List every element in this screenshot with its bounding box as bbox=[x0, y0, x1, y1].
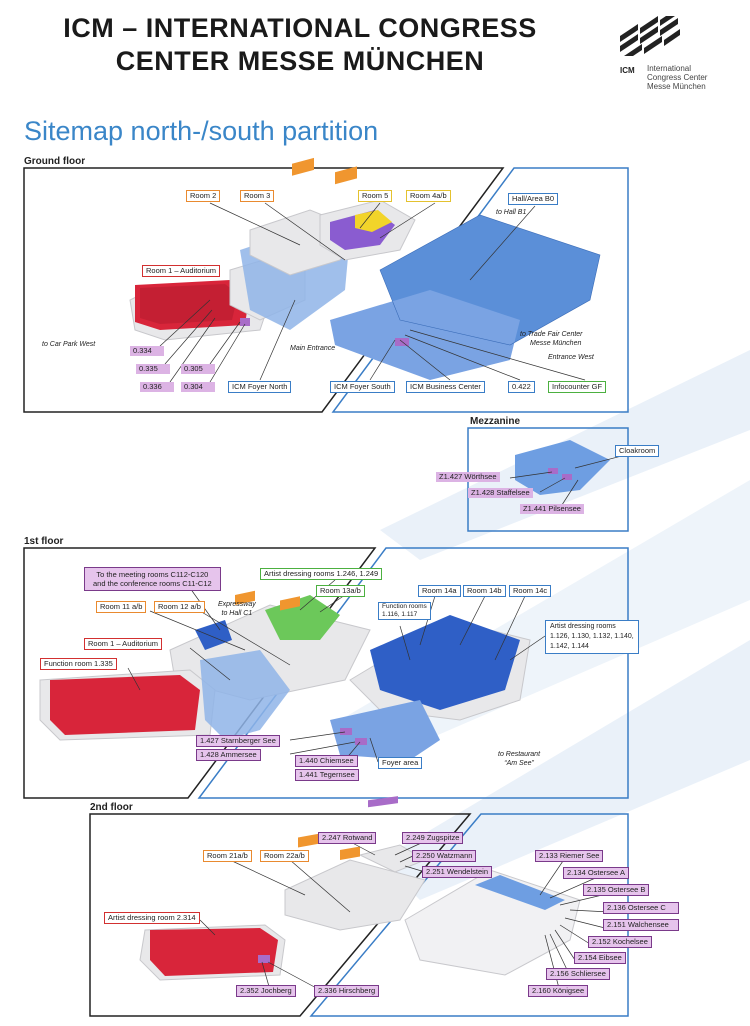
meeting-rooms-note: To the meeting rooms C112-C120 and the c… bbox=[84, 567, 221, 591]
room-21ab-label: Room 21a/b bbox=[203, 850, 252, 862]
room-2-label: Room 2 bbox=[186, 190, 221, 202]
chiemsee-label: 1.440 Chiemsee bbox=[295, 755, 358, 767]
room-4ab-label: Room 4a/b bbox=[406, 190, 451, 202]
to-car-park-note: to Car Park West bbox=[42, 341, 96, 348]
room-1-auditorium-1st-label: Room 1 – Auditorium bbox=[84, 638, 163, 650]
room-0422-label: 0.422 bbox=[508, 381, 535, 393]
artist-dressing-room-2314-label: Artist dressing room 2.314 bbox=[104, 912, 200, 924]
icm-business-center-label: ICM Business Center bbox=[406, 381, 485, 393]
room-14a-label: Room 14a bbox=[418, 585, 461, 597]
room-12ab-label: Room 12 a/b bbox=[154, 601, 205, 613]
eibsee-label: 2.154 Eibsee bbox=[574, 952, 626, 964]
room-0304-label: 0.304 bbox=[181, 382, 215, 392]
function-rooms-label: Function rooms 1.116, 1.117 bbox=[378, 602, 431, 620]
trade-fair-note-1: to Trade Fair Center bbox=[520, 331, 583, 338]
logo-abbr: ICM bbox=[620, 66, 635, 75]
rotwand-label: 2.247 Rotwand bbox=[318, 832, 377, 844]
artist-dressing-rooms-1-label: Artist dressing rooms 1.246, 1.249 bbox=[260, 568, 383, 580]
room-14b-label: Room 14b bbox=[463, 585, 506, 597]
trade-fair-note-2: Messe München bbox=[530, 340, 582, 347]
expressway-note: Expressway to Hall C1 bbox=[218, 601, 256, 617]
hall-b0-label: Hall/Area B0 bbox=[508, 193, 559, 205]
room-11ab-label: Room 11 a/b bbox=[96, 601, 147, 613]
logo-text: International Congress Center Messe Münc… bbox=[647, 64, 708, 91]
room-0335-label: 0.335 bbox=[136, 364, 170, 374]
main-entrance-note: Main Entrance bbox=[290, 345, 336, 352]
room-1-auditorium-label: Room 1 – Auditorium bbox=[142, 265, 221, 277]
ammersee-label: 1.428 Ammersee bbox=[196, 749, 261, 761]
first-floor-label: 1st floor bbox=[24, 536, 64, 547]
icm-foyer-south-label: ICM Foyer South bbox=[330, 381, 395, 393]
infocounter-gf-label: Infocounter GF bbox=[548, 381, 607, 393]
restaurant-note: to Restaurant “Am See” bbox=[498, 751, 541, 767]
ostersee-a-label: 2.134 Ostersee A bbox=[563, 867, 629, 879]
staffelsee-label: Z1.428 Staffelsee bbox=[468, 488, 533, 498]
to-hall-b1-note: to Hall B1 bbox=[496, 209, 527, 216]
icm-logo-icon bbox=[620, 16, 680, 56]
watzmann-label: 2.250 Watzmann bbox=[412, 850, 477, 862]
zugspitze-label: 2.249 Zugspitze bbox=[402, 832, 464, 844]
room-22ab-label: Room 22a/b bbox=[260, 850, 309, 862]
room-0334-label: 0.334 bbox=[130, 346, 164, 356]
walchensee-label: 2.151 Walchensee bbox=[603, 919, 679, 931]
jochberg-label: 2.352 Jochberg bbox=[236, 985, 296, 997]
function-room-1335-label: Function room 1.335 bbox=[40, 658, 117, 670]
worthsee-label: Z1.427 Wörthsee bbox=[436, 472, 500, 482]
cloakroom-label: Cloakroom bbox=[615, 445, 660, 457]
konigssee-label: 2.160 Königsee bbox=[528, 985, 589, 997]
room-5-label: Room 5 bbox=[358, 190, 393, 202]
room-0305-label: 0.305 bbox=[181, 364, 215, 374]
starnberger-see-label: 1.427 Starnberger See bbox=[196, 735, 280, 747]
page-title: Sitemap north-/south partition bbox=[24, 116, 379, 146]
pilsensee-label: Z1.441 Pilsensee bbox=[520, 504, 584, 514]
hirschberg-label: 2.336 Hirschberg bbox=[314, 985, 380, 997]
tegernsee-label: 1.441 Tegernsee bbox=[295, 769, 359, 781]
riemer-see-label: 2.133 Riemer See bbox=[535, 850, 604, 862]
second-floor-label: 2nd floor bbox=[90, 802, 133, 813]
mezzanine-label: Mezzanine bbox=[470, 416, 521, 427]
ostersee-c-label: 2.136 Ostersee C bbox=[603, 902, 679, 914]
icm-foyer-north-label: ICM Foyer North bbox=[228, 381, 292, 393]
room-14c-label: Room 14c bbox=[509, 585, 552, 597]
room-13ab-label: Room 13a/b bbox=[316, 585, 365, 597]
room-0336-label: 0.336 bbox=[140, 382, 174, 392]
schliersee-label: 2.156 Schliersee bbox=[546, 968, 610, 980]
ostersee-b-label: 2.135 Ostersee B bbox=[583, 884, 650, 896]
artist-dressing-rooms-2-label: Artist dressing rooms 1.126, 1.130, 1.13… bbox=[545, 620, 639, 654]
entrance-west-note: Entrance West bbox=[548, 354, 594, 361]
header-title: ICM – INTERNATIONAL CONGRESS CENTER MESS… bbox=[63, 13, 537, 76]
ground-floor-label: Ground floor bbox=[24, 156, 86, 167]
room-3-label: Room 3 bbox=[240, 190, 275, 202]
kochelsee-label: 2.152 Kochelsee bbox=[588, 936, 652, 948]
foyer-area-label: Foyer area bbox=[378, 757, 423, 769]
wendelstein-label: 2.251 Wendelstein bbox=[422, 866, 492, 878]
